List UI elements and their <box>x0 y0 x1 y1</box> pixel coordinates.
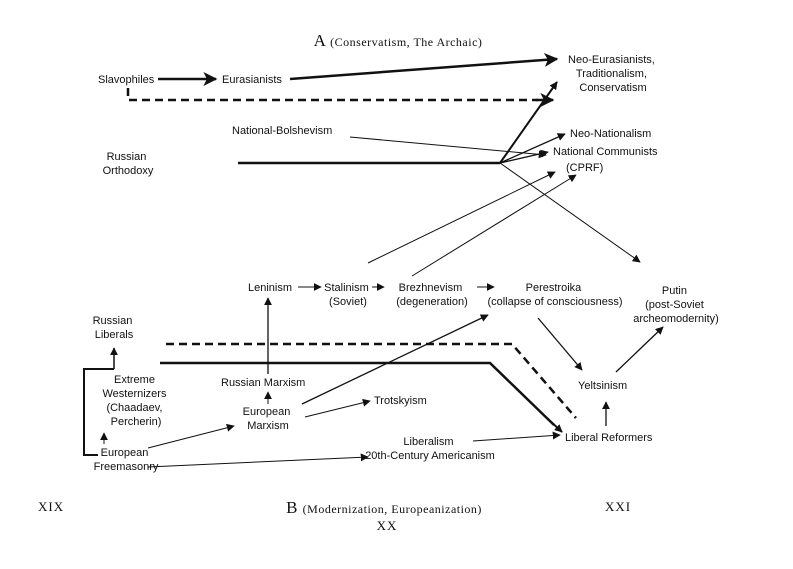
title-bottom: B (Modernization, Europeanization) <box>286 498 482 517</box>
edge-freemasonry-americanism <box>147 453 369 468</box>
century-xx: XX <box>377 518 398 533</box>
edge-slavophiles-dashed <box>126 88 538 102</box>
node-russian-marxism: Russian Marxism <box>221 377 305 389</box>
node-russian-orthodoxy: Russian Orthodoxy <box>103 151 154 177</box>
edge-european-marxism-trotskyism <box>304 398 371 418</box>
node-slavophiles: Slavophiles <box>98 74 155 86</box>
edge-european-marxism-perestroika <box>301 314 489 405</box>
node-national-communists: National Communists <box>553 146 658 158</box>
century-xxi: XXI <box>605 499 631 514</box>
edge-freemasonry-european-marxism <box>147 423 235 449</box>
edge-brezhnevism-cprf <box>411 174 577 277</box>
node-liberal-reformers: Liberal Reformers <box>565 432 653 444</box>
edge-yeltsinism-putin <box>615 326 664 373</box>
node-leninism: Leninism <box>248 282 292 294</box>
edge-eurasianists-neo-eurasianists <box>289 52 559 81</box>
title-top: A (Conservatism, The Archaic) <box>314 31 483 50</box>
node-european-freemasonry: European Freemasonry <box>94 447 159 473</box>
node-eurasianists: Eurasianists <box>222 74 282 86</box>
edge-westernizers-liberal-reformers-head <box>547 418 563 433</box>
connections <box>83 52 664 468</box>
edge-stalinism-cprf <box>367 171 556 264</box>
edge-national-bolshevism-hub <box>349 136 547 159</box>
nodes: Slavophiles Eurasianists Neo-Eurasianist… <box>93 54 719 473</box>
edge-hub-neo-eurasianists <box>499 81 558 164</box>
edge-russian-liberals-dashed <box>166 342 577 419</box>
node-putin: Putin (post-Soviet archeomodernity) <box>633 285 719 325</box>
node-neo-eurasianists: Neo-Eurasianists, Traditionalism, Conser… <box>568 54 658 94</box>
edge-hub-putin <box>499 162 641 263</box>
node-extreme-westernizers: Extreme Westernizers (Chaadaev, Percheri… <box>102 374 169 428</box>
node-liberalism: Liberalism 20th-Century Americanism <box>365 436 495 462</box>
node-trotskyism: Trotskyism <box>374 395 427 407</box>
node-stalinism: Stalinism (Soviet) <box>324 282 372 308</box>
node-brezhnevism: Brezhnevism (degeneration) <box>396 282 468 308</box>
edge-freemasonry-bracket <box>83 368 114 456</box>
node-cprf: (CPRF) <box>566 162 603 174</box>
node-national-bolshevism: National-Bolshevism <box>232 125 332 137</box>
edge-hub-neo-nationalism <box>499 133 566 164</box>
edge-westernizers-liberal-reformers <box>160 361 555 426</box>
node-perestroika: Perestroika (collapse of consciousness) <box>487 282 622 308</box>
node-yeltsinism: Yeltsinism <box>578 380 627 392</box>
node-european-marxism: European Marxism <box>243 406 294 432</box>
node-russian-liberals: Russian Liberals <box>93 315 136 341</box>
edge-liberalism-liberal-reformers <box>472 431 561 442</box>
edge-perestroika-yeltsinism <box>537 317 583 371</box>
century-xix: XIX <box>38 499 64 514</box>
node-neo-nationalism: Neo-Nationalism <box>570 128 651 140</box>
